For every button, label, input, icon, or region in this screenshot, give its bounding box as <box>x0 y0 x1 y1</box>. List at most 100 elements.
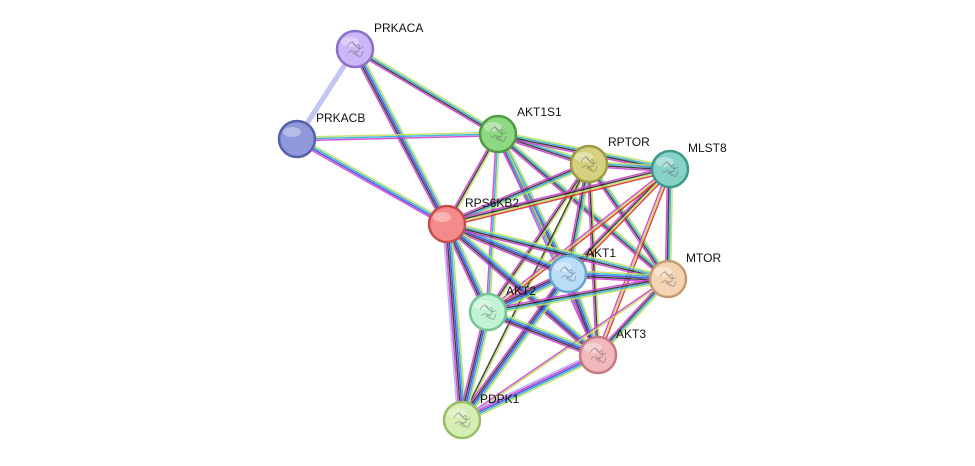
edge-evidence-line <box>446 224 668 281</box>
edge-evidence-line <box>488 308 600 353</box>
node-circle <box>548 254 588 294</box>
edge-evidence-line <box>352 49 447 226</box>
edge-evidence-line <box>446 165 670 223</box>
protein-structure-icon <box>559 265 577 282</box>
edge-mlst8-rps6kb2[interactable] <box>446 165 671 228</box>
edge-evidence-line <box>442 224 459 421</box>
edge-evidence-line <box>354 49 498 136</box>
node-label: MTOR <box>686 251 721 265</box>
edge-evidence-line <box>488 309 599 355</box>
node-gloss <box>283 127 301 137</box>
node-prkaca[interactable]: PRKACA <box>335 21 423 69</box>
edge-evidence-line <box>446 162 589 224</box>
edge-evidence-line <box>447 220 669 278</box>
node-circle <box>277 119 317 159</box>
edge-evidence-line <box>444 226 597 359</box>
node-akt1[interactable]: AKT1 <box>548 246 616 294</box>
node-akt1s1[interactable]: AKT1S1 <box>478 105 562 154</box>
node-akt3[interactable]: AKT3 <box>578 327 646 375</box>
edge-evidence-line <box>445 224 462 421</box>
edge-prkacb-akt1s1[interactable] <box>296 131 499 142</box>
edge-prkacb-rps6kb2[interactable] <box>295 136 449 227</box>
node-label: AKT1S1 <box>517 105 562 119</box>
edge-evidence-line <box>487 311 599 356</box>
edge-evidence-line <box>446 223 599 356</box>
edge-evidence-line <box>485 162 589 312</box>
node-label: AKT3 <box>616 327 646 341</box>
edge-evidence-line <box>447 169 671 226</box>
node-label: AKT1 <box>586 246 616 260</box>
edge-akt1s1-akt2[interactable] <box>485 133 501 313</box>
node-label: RPTOR <box>608 135 650 149</box>
edge-evidence-line <box>460 351 597 418</box>
edge-mtor-akt2[interactable] <box>487 275 669 316</box>
node-circle <box>578 335 618 375</box>
node-rps6kb2[interactable]: RPS6KB2 <box>427 196 519 244</box>
edge-evidence-line <box>486 314 598 359</box>
edge-evidence-line <box>488 134 501 313</box>
edge-evidence-line <box>461 277 668 420</box>
edge-evidence-line <box>487 277 668 312</box>
edge-mtor-pdpk1[interactable] <box>461 277 669 422</box>
edge-evidence-line <box>297 137 448 224</box>
edge-evidence-line <box>443 224 461 421</box>
protein-structure-icon <box>589 346 607 363</box>
edge-evidence-line <box>355 46 500 133</box>
protein-structure-icon <box>489 125 507 142</box>
edge-evidence-line <box>446 167 670 224</box>
edge-prkaca-akt1s1[interactable] <box>353 46 500 137</box>
edge-evidence-line <box>460 352 598 420</box>
edge-rps6kb2-pdpk1[interactable] <box>442 223 467 421</box>
edge-evidence-line <box>296 139 447 226</box>
edge-mlst8-akt3[interactable] <box>595 168 673 356</box>
node-label: RPS6KB2 <box>465 196 519 210</box>
protein-structure-icon <box>479 303 497 320</box>
node-rptor[interactable]: RPTOR <box>569 135 650 184</box>
edge-rptor-rps6kb2[interactable] <box>445 160 591 228</box>
node-circle <box>427 204 467 244</box>
edge-evidence-line <box>598 169 673 356</box>
edge-evidence-line <box>487 312 598 358</box>
edge-rps6kb2-akt3[interactable] <box>444 220 601 359</box>
edge-evidence-line <box>445 224 598 357</box>
edge-evidence-line <box>446 224 568 277</box>
edge-evidence-line <box>447 170 671 228</box>
edge-akt3-pdpk1[interactable] <box>460 351 600 424</box>
edge-evidence-line <box>297 136 449 223</box>
edge-rps6kb2-mtor[interactable] <box>446 220 669 283</box>
edge-evidence-line <box>595 168 670 355</box>
edge-evidence-line <box>461 354 599 421</box>
edge-evidence-line <box>487 163 590 313</box>
node-circle <box>442 400 482 440</box>
node-akt2[interactable]: AKT2 <box>468 284 536 332</box>
edge-evidence-line <box>297 134 499 142</box>
node-gloss <box>433 212 451 222</box>
edge-evidence-line <box>447 222 600 355</box>
node-label: PRKACB <box>316 111 365 125</box>
node-mtor[interactable]: MTOR <box>648 251 721 299</box>
edge-evidence-line <box>446 225 668 283</box>
edge-akt2-akt3[interactable] <box>486 308 600 359</box>
edge-evidence-line <box>590 162 671 278</box>
edge-evidence-line <box>460 272 568 420</box>
edge-evidence-line <box>447 222 669 279</box>
edge-evidence-line <box>447 223 464 420</box>
node-prkacb[interactable]: PRKACB <box>277 111 365 159</box>
edge-evidence-line <box>485 133 498 312</box>
edge-evidence-line <box>495 134 598 357</box>
edge-evidence-line <box>450 223 467 420</box>
node-label: AKT2 <box>506 284 536 298</box>
edge-evidence-line <box>488 280 669 316</box>
node-label: PDPK1 <box>480 392 520 406</box>
edge-evidence-line <box>295 140 447 227</box>
node-mlst8[interactable]: MLST8 <box>650 141 727 189</box>
node-circle <box>478 114 518 154</box>
edge-evidence-line <box>499 131 671 278</box>
edges-layer <box>294 46 674 424</box>
node-pdpk1[interactable]: PDPK1 <box>442 392 520 440</box>
edge-evidence-line <box>487 133 499 313</box>
edge-evidence-line <box>296 133 499 140</box>
node-circle <box>335 29 375 69</box>
